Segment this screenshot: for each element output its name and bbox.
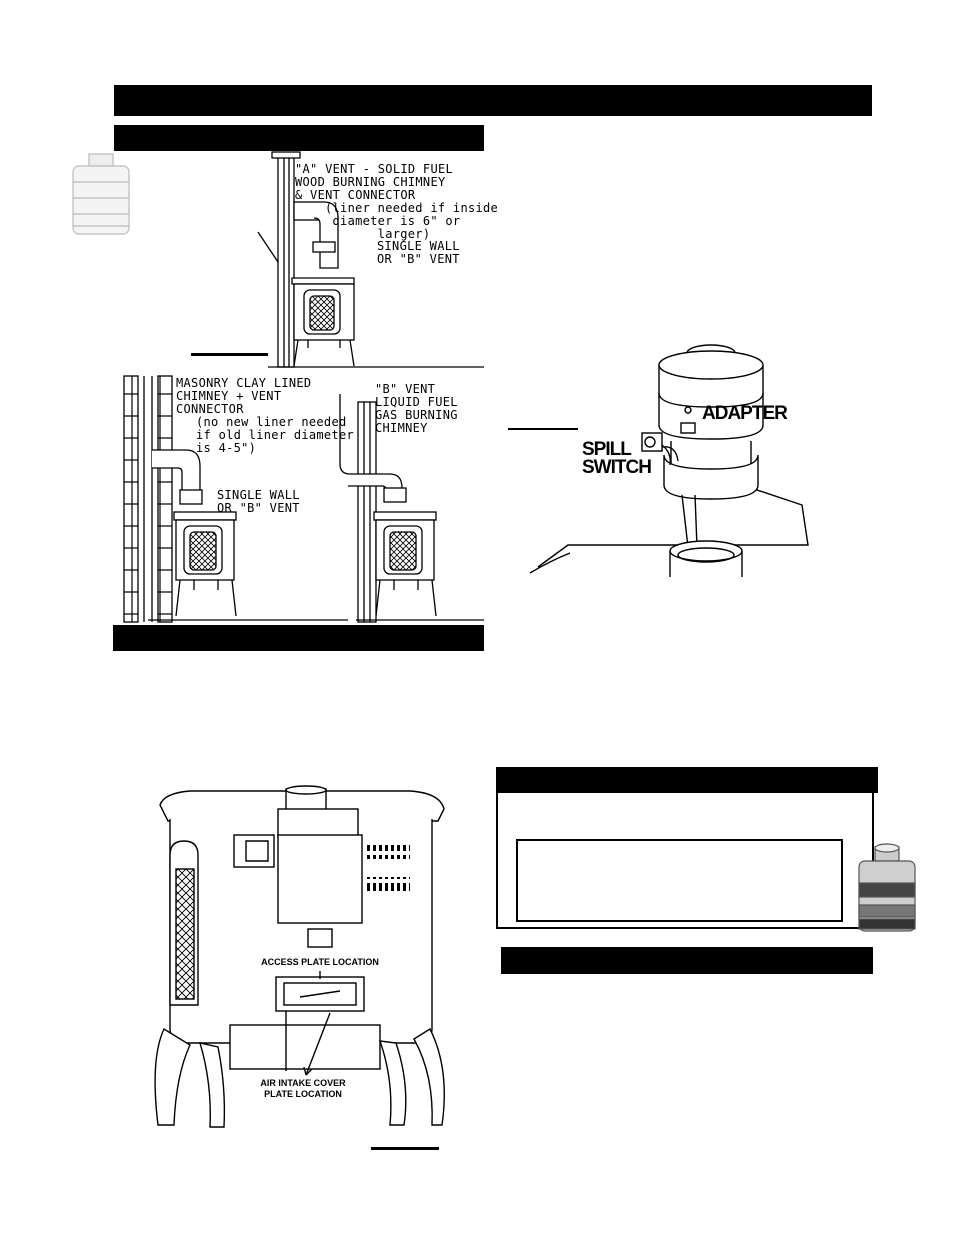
figure-rule-2 xyxy=(508,428,578,430)
b-vent-label: "B" VENT LIQUID FUEL GAS BURNING CHIMNEY xyxy=(375,382,458,435)
access-plate-label: ACCESS PLATE LOCATION xyxy=(261,957,379,967)
chimney-figure-masonry xyxy=(118,372,484,624)
notice-box xyxy=(496,767,878,929)
chimney-figure-a-vent xyxy=(257,151,484,370)
a-vent-note: (liner needed if inside diameter is 6" o… xyxy=(325,201,499,241)
top-header-bar xyxy=(114,85,872,116)
masonry-note: (no new liner needed if old liner diamet… xyxy=(196,415,355,455)
adapter-thumbnail-icon xyxy=(858,843,916,932)
notice-inner-box xyxy=(516,839,843,922)
a-vent-pipe-label: SINGLE WALL OR "B" VENT xyxy=(377,239,460,266)
right-section-bar xyxy=(501,947,873,974)
spill-switch-label: SPILL SWITCH xyxy=(582,439,652,478)
notice-header-bar xyxy=(496,767,878,793)
figure-rule-1 xyxy=(191,353,268,356)
left-section-bar xyxy=(114,125,484,151)
adapter-thumbnail-icon xyxy=(72,153,130,235)
figure-rule-3 xyxy=(371,1147,439,1150)
stove-back-figure xyxy=(150,785,452,1130)
masonry-pipe-label: SINGLE WALL OR "B" VENT xyxy=(217,488,300,515)
masonry-label: MASONRY CLAY LINED CHIMNEY + VENT CONNEC… xyxy=(176,376,312,416)
left-bottom-bar xyxy=(113,625,484,651)
air-intake-label: AIR INTAKE COVER PLATE LOCATION xyxy=(260,1078,346,1099)
adapter-figure xyxy=(529,335,812,577)
a-vent-label: "A" VENT - SOLID FUEL WOOD BURNING CHIMN… xyxy=(295,162,454,202)
adapter-label: ADAPTER xyxy=(702,403,788,424)
